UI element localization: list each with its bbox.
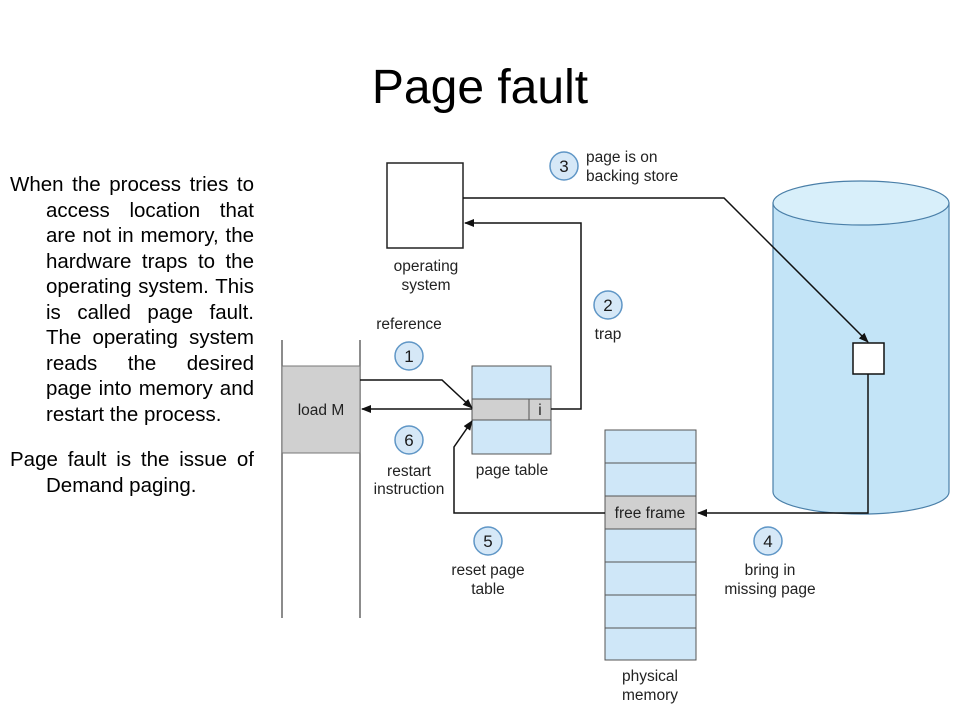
backing-label-line1: page is on [586, 149, 658, 166]
step-1: 1 [394, 341, 424, 371]
physical-memory [604, 429, 697, 661]
operating-system-box [386, 162, 464, 249]
trap-arrow [464, 219, 582, 410]
os-label-line2: system [401, 277, 450, 294]
free-frame-label: free frame [615, 505, 686, 522]
step-2: 2 [593, 290, 623, 320]
load-label: load M [298, 402, 345, 419]
physical-memory-label-line2: memory [622, 687, 678, 704]
svg-text:6: 6 [404, 431, 413, 450]
bullet-demand-paging: Page fault is the issue of Demand paging… [10, 448, 254, 497]
load-instruction-box [281, 365, 361, 454]
svg-text:3: 3 [559, 157, 568, 176]
step-4: 4 [753, 526, 783, 556]
svg-text:5: 5 [483, 532, 492, 551]
missing-page-block [852, 342, 885, 375]
slide-title: Page fault [371, 61, 589, 114]
page-table-label: page table [476, 462, 548, 479]
physical-memory-label-line1: physical [622, 668, 678, 685]
step-5: 5 [473, 526, 503, 556]
bullet-page-fault-description: When the process tries to access locatio… [10, 173, 254, 426]
bullet-list: When the process tries to access locatio… [10, 172, 254, 498]
backing-label-line2: backing store [586, 168, 678, 185]
invalid-bit: i [538, 402, 541, 419]
backing-store-arrow [463, 197, 869, 343]
bring-in-arrow [697, 374, 869, 517]
free-frame [604, 495, 697, 530]
reset-label-line1: reset page [451, 562, 524, 579]
trap-label: trap [595, 326, 622, 343]
bring-label-line2: missing page [724, 581, 815, 598]
svg-text:1: 1 [404, 347, 413, 366]
step-3: 3 [549, 151, 579, 181]
reset-arrow [453, 420, 605, 514]
reference-arrow [360, 379, 473, 409]
step-6: 6 [394, 425, 424, 455]
svg-text:4: 4 [763, 532, 772, 551]
restart-label-line1: restart [387, 463, 432, 480]
restart-label-line2: instruction [374, 481, 445, 498]
os-label-line1: operating [394, 258, 459, 275]
reference-label: reference [376, 316, 441, 333]
bring-label-line1: bring in [745, 562, 796, 579]
reset-label-line2: table [471, 581, 505, 598]
svg-text:2: 2 [603, 296, 612, 315]
